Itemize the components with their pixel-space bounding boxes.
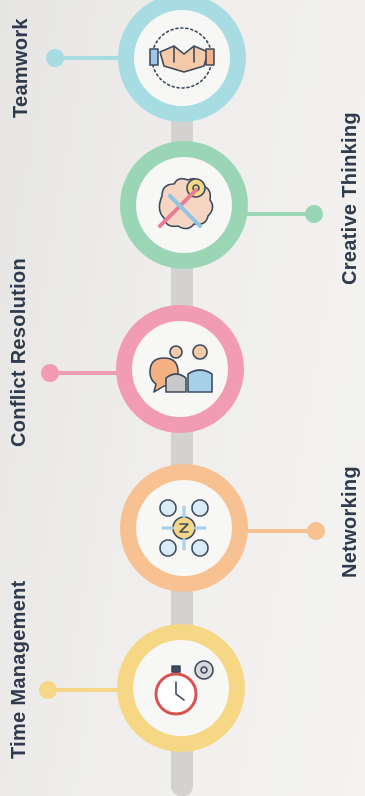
skill-node-networking [120, 464, 325, 592]
brain-gear-icon [158, 177, 214, 230]
label-creative-thinking: Creative Thinking [339, 112, 361, 285]
teamwork-pointer-dot [46, 49, 64, 67]
skill-node-time-management [39, 624, 245, 752]
network-icon [159, 499, 209, 557]
skill-node-teamwork [46, 0, 246, 122]
skill-node-creative-thinking [120, 141, 323, 269]
label-conflict-resolution: Conflict Resolution [8, 257, 30, 447]
stopwatch-icon [154, 660, 214, 716]
label-time-management: Time Management [8, 580, 30, 759]
creative-thinking-pointer-dot [305, 205, 323, 223]
debate-icon [149, 344, 213, 393]
time-management-pointer-dot [39, 681, 57, 699]
handshake-icon [149, 27, 215, 89]
label-networking: Networking [339, 466, 361, 578]
skill-node-conflict-resolution [41, 305, 244, 433]
conflict-resolution-disc [132, 321, 228, 417]
label-teamwork: Teamwork [10, 18, 32, 118]
conflict-resolution-pointer-dot [41, 364, 59, 382]
networking-pointer-dot [307, 522, 325, 540]
